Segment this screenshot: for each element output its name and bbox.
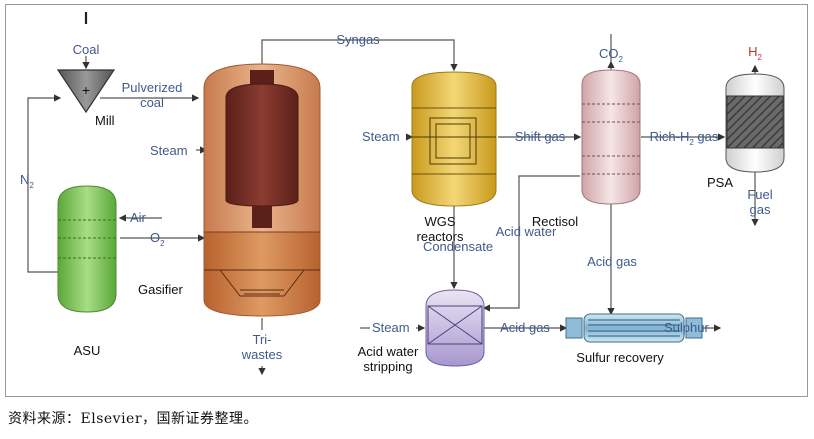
label-acid-water: Acid water: [496, 224, 557, 239]
gasifier-unit: [203, 63, 321, 317]
label-steam-wgs: Steam: [362, 129, 400, 144]
label-shift-gas: Shift gas: [515, 129, 566, 144]
label-h2: H2: [748, 44, 762, 62]
rectisol-unit: [581, 69, 641, 205]
label-air: Air: [130, 210, 147, 225]
diagram-frame: [5, 4, 808, 397]
asu-unit: [57, 185, 117, 313]
label-psa: PSA: [707, 175, 733, 190]
wgs-reactor-unit: [411, 71, 497, 207]
acid-water-stripper-unit: [425, 289, 485, 367]
label-wastes: wastes: [241, 347, 283, 362]
label-wgs: WGS: [424, 214, 455, 229]
label-coal: Coal: [73, 42, 100, 57]
psa-unit: [725, 73, 785, 173]
label-coal-2: coal: [140, 95, 164, 110]
label-acid-gas-rectisol: Acid gas: [587, 254, 637, 269]
sulfur-recovery-unit: [565, 313, 703, 343]
label-co2: CO2: [599, 46, 624, 64]
label-sulfur-recovery: Sulfur recovery: [576, 350, 664, 365]
label-gasifier: Gasifier: [138, 282, 183, 297]
mill: +: [56, 69, 116, 114]
label-rich-h2: Rich-H2 gas: [650, 129, 719, 147]
flow-lines: [27, 12, 759, 376]
source-caption: 资料来源：Elsevier，国新证券整理。: [8, 411, 259, 427]
svg-text:+: +: [82, 82, 90, 98]
label-pulverized: Pulverized: [122, 80, 183, 95]
label-acid-water-stripping-1: Acid water: [358, 344, 419, 359]
label-tri: Tri-: [252, 332, 271, 347]
label-acid-water-stripping-2: stripping: [363, 359, 412, 374]
labels: Coal Pulverized coal Mill N2 ASU Air O2 …: [20, 32, 773, 374]
label-acid-gas-stripper: Acid gas: [500, 320, 550, 335]
label-n2: N2: [20, 172, 34, 190]
label-rectisol: Rectisol: [532, 214, 578, 229]
label-asu: ASU: [74, 343, 101, 358]
label-syngas: Syngas: [336, 32, 380, 47]
process-flow-diagram: +: [20, 12, 785, 376]
label-mill: Mill: [95, 113, 115, 128]
label-reactors: reactors: [417, 229, 464, 244]
label-sulphur: Sulphur: [664, 320, 709, 335]
label-condensate: Condensate: [423, 239, 493, 254]
label-fuel: Fuel: [747, 187, 772, 202]
label-steam-stripper: Steam: [372, 320, 410, 335]
label-gas: gas: [750, 202, 771, 217]
label-o2: O2: [150, 230, 165, 248]
label-steam-gasifier: Steam: [150, 143, 188, 158]
